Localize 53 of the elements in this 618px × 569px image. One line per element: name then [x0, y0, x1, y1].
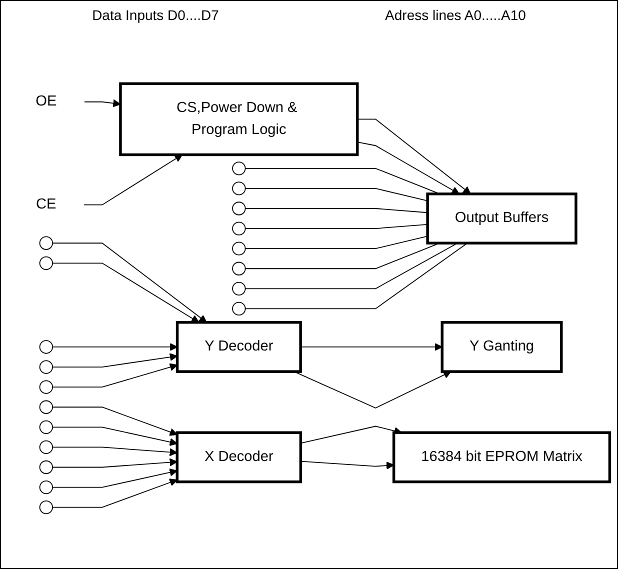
arrow	[52, 406, 178, 436]
connector	[244, 208, 428, 214]
node-box: Y Decoder	[176, 321, 302, 373]
node-circle	[39, 460, 53, 474]
arrow	[52, 342, 178, 351]
arrow	[84, 99, 121, 108]
bus-label: Data Inputs D0....D7	[92, 7, 219, 23]
node-text: CE	[36, 196, 56, 212]
node-circle	[39, 236, 53, 250]
node-box: X Decoder	[176, 431, 302, 484]
node-text: OE	[36, 94, 57, 110]
node-circle	[232, 282, 246, 296]
arrow	[52, 458, 178, 468]
arrow	[300, 426, 402, 444]
arrow	[52, 353, 178, 368]
arrow	[52, 363, 178, 388]
node-box: Y Ganting	[440, 321, 563, 373]
node-circle	[232, 222, 246, 236]
node-circle	[39, 380, 53, 394]
arrow	[300, 342, 442, 351]
node-circle	[39, 500, 53, 514]
connector	[244, 224, 428, 229]
arrow	[356, 142, 460, 194]
connector	[244, 236, 428, 250]
arrow	[83, 154, 183, 206]
arrow	[52, 446, 178, 456]
arrow	[52, 478, 178, 508]
node-circle	[39, 480, 53, 494]
arrow	[52, 468, 178, 488]
node-circle	[39, 440, 53, 454]
node-circle	[39, 256, 53, 270]
arrow	[356, 118, 471, 194]
node-box: CS,Power Down & Program Logic	[119, 82, 359, 156]
arrow	[52, 262, 200, 323]
connector	[244, 188, 428, 202]
connector	[244, 242, 468, 310]
node-circle	[232, 242, 246, 256]
node-box: 16384 bit EPROM Matrix	[392, 431, 612, 484]
node-circle	[39, 400, 53, 414]
arrow	[52, 242, 207, 323]
connector	[244, 242, 458, 290]
node-circle	[39, 420, 53, 434]
node-circle	[232, 302, 246, 316]
node-circle	[232, 262, 246, 276]
node-box: Output Buffers	[426, 192, 578, 244]
bus-label: Adress lines A0.....A10	[385, 7, 526, 23]
node-circle	[232, 162, 246, 176]
node-circle	[39, 360, 53, 374]
node-circle	[232, 182, 246, 196]
arrow	[300, 460, 394, 470]
node-circle	[39, 340, 53, 354]
node-circle	[232, 202, 246, 216]
arrow	[52, 426, 178, 446]
